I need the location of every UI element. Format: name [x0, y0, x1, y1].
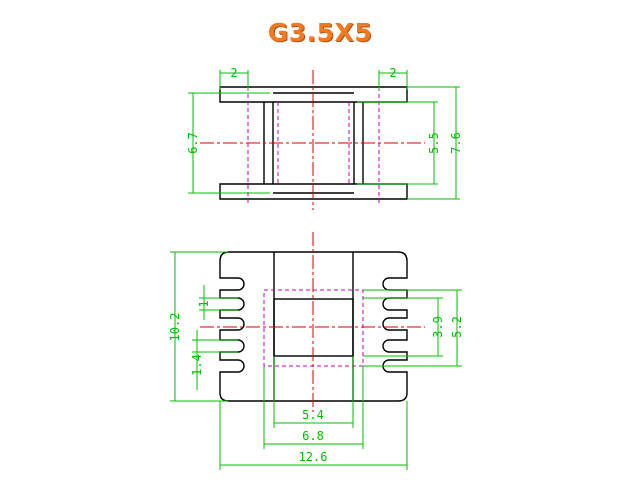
part-title: G3.5X5 — [267, 18, 373, 47]
front-view-centerlines — [200, 232, 425, 412]
dim-width-mid: 6.8 — [302, 429, 324, 443]
dim-slot-pitch: 1 — [197, 300, 211, 307]
top-view-centerlines — [200, 70, 425, 210]
dim-inner-height: 5.5 — [427, 132, 441, 154]
dim-outer-height: 7.6 — [449, 132, 463, 154]
top-view: 2 2 6.7 5.5 7.6 — [186, 66, 463, 210]
front-view-dimensions — [170, 251, 462, 470]
dim-left-height: 6.7 — [186, 132, 200, 154]
top-view-dimensions — [188, 70, 460, 200]
front-view: 10.2 1 1.4 3.9 5.2 5.4 6.8 12.6 — [168, 232, 464, 470]
dim-slot-width: 1.4 — [190, 354, 204, 376]
dim-inner-b: 5.2 — [450, 316, 464, 338]
dim-total-height: 10.2 — [168, 313, 182, 342]
dim-width-inner: 5.4 — [302, 408, 324, 422]
dim-flange-left: 2 — [230, 66, 237, 80]
dim-width-total: 12.6 — [299, 450, 328, 464]
front-view-outline — [219, 251, 408, 402]
dim-inner-a: 3.9 — [431, 316, 445, 338]
dim-flange-right: 2 — [389, 66, 396, 80]
